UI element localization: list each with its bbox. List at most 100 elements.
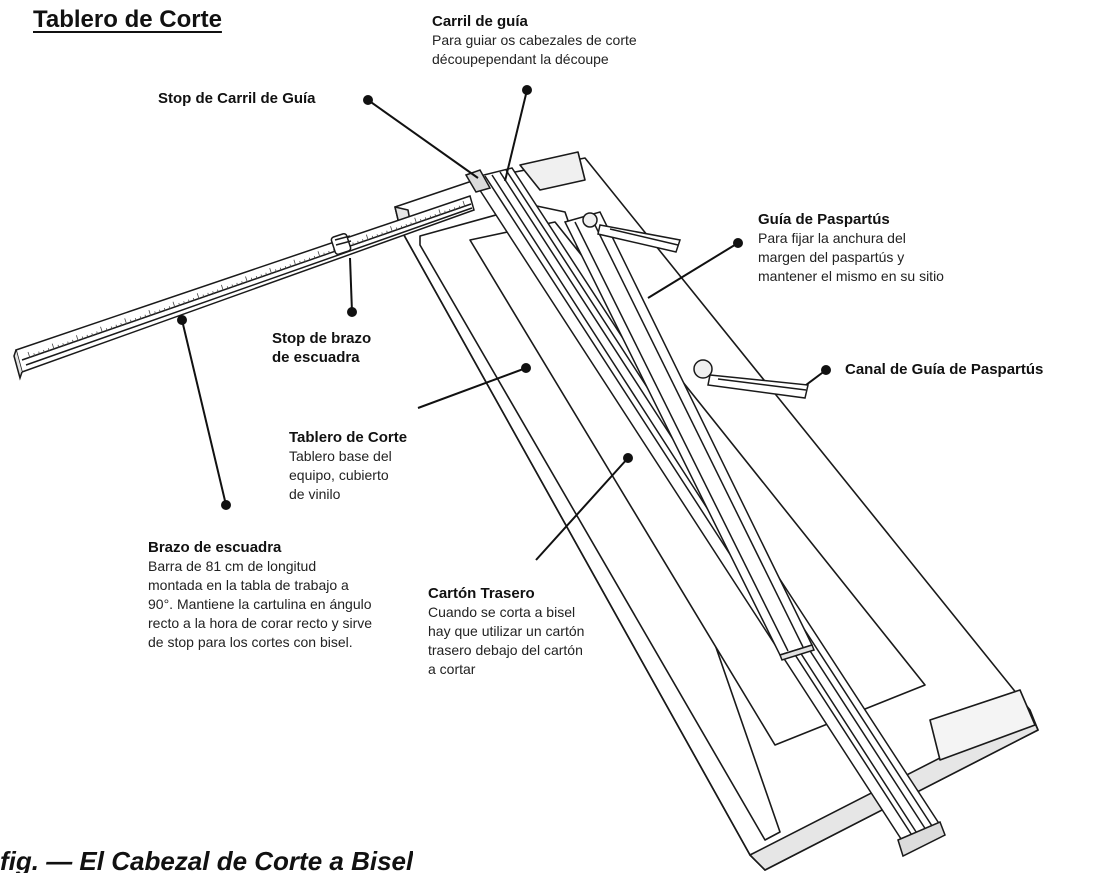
ruler-tick — [159, 309, 161, 313]
callout-desc-line: a cortar — [428, 661, 476, 677]
callout-desc-line: Para guiar os cabezales de corte — [432, 32, 637, 48]
callout-title: Tablero de Corte — [289, 429, 408, 446]
callout-title: Stop de Carril de Guía — [158, 90, 316, 107]
ruler-tick — [366, 234, 369, 241]
ruler-tick — [33, 353, 36, 357]
ruler-tick — [236, 282, 239, 287]
ruler-tick — [410, 222, 413, 226]
ruler-tick — [458, 205, 461, 209]
ruler-tick — [188, 299, 190, 303]
callout-desc-line: margen del paspartús y — [758, 249, 905, 265]
ruler-tick — [76, 335, 79, 342]
callout-desc-line: hay que utilizar un cartón — [428, 623, 585, 639]
ruler-tick — [51, 343, 55, 350]
ruler-tick — [110, 326, 113, 330]
ruler-tick — [139, 316, 142, 320]
ruler-tick — [115, 324, 118, 328]
ruler-tick — [245, 276, 248, 283]
ruler-tick — [144, 314, 147, 318]
callout-desc-line: Tablero base del — [289, 448, 392, 464]
ruler-tick — [57, 344, 60, 349]
ruler-tick — [62, 343, 65, 347]
ruler-tick — [154, 311, 157, 315]
ruler-tick — [120, 322, 123, 327]
callout-desc-line: trasero debajo del cartón — [428, 642, 583, 658]
ruler-tick — [221, 284, 224, 292]
callout-desc-line: 90°. Mantiene la cartulina en ángulo — [148, 596, 372, 612]
ruler-tick — [148, 309, 152, 317]
ruler-tick — [357, 240, 360, 245]
callout-backing-board: Cartón Trasero Cuando se corta a bisel h… — [428, 584, 584, 679]
ruler-tick — [317, 251, 321, 258]
callout-guide-rail-stop: Stop de Carril de Guía — [158, 89, 316, 108]
ruler-tick — [333, 249, 335, 253]
callout-title: Brazo de escuadra — [148, 539, 282, 556]
ruler-tick — [429, 215, 432, 219]
ruler-tick — [192, 297, 195, 302]
callout-desc-line: montada en la tabla de trabajo a — [148, 577, 349, 593]
callout-desc-line: de stop para los cortes con bisel. — [148, 634, 353, 650]
ruler-tick — [328, 250, 331, 255]
callout-desc-line: de vinilo — [289, 486, 341, 502]
ruler-tick — [86, 334, 89, 339]
callout-title: Cartón Trasero — [428, 585, 535, 602]
ruler-tick — [130, 319, 132, 323]
callout-desc-line: equipo, cubierto — [289, 467, 389, 483]
ruler-tick — [362, 239, 364, 243]
callout-desc-line: Cuando se corta a bisel — [428, 604, 576, 620]
callout-desc-line: Para fijar la anchura del — [758, 230, 906, 246]
ruler-tick — [390, 226, 393, 233]
ruler-tick — [81, 336, 84, 340]
ruler-tick — [100, 326, 103, 333]
ruler-tick — [163, 307, 166, 312]
ruler-tick — [47, 348, 50, 352]
ruler-tick — [250, 277, 253, 281]
squaring-arm-stop — [330, 232, 352, 256]
ruler-tick — [27, 351, 31, 359]
ruler-tick — [462, 200, 466, 208]
ruler-tick — [67, 341, 70, 345]
ruler-tick — [376, 234, 379, 238]
ruler-tick — [323, 252, 326, 256]
section-heading: fig. — El Cabezal de Corte a Bisel — [0, 846, 414, 873]
ruler-tick — [231, 284, 234, 288]
ruler-tick — [424, 217, 427, 221]
back-cap — [519, 151, 586, 191]
ruler-tick — [202, 294, 205, 298]
ruler-tick — [414, 217, 418, 224]
ruler-tick — [72, 339, 74, 344]
callout-desc-line: mantener el mismo en su sitio — [758, 268, 944, 284]
ruler-tick — [352, 242, 355, 246]
ruler-ticks — [27, 200, 466, 359]
ruler-tick — [289, 264, 292, 268]
callout-squaring-arm-stop: Stop de brazo de escuadra — [272, 329, 371, 367]
callout-cutting-board: Tablero de Corte Tablero base del equipo… — [289, 428, 407, 504]
mat-guide — [563, 211, 815, 661]
ruler-tick — [134, 317, 137, 322]
ruler-tick — [313, 255, 316, 260]
callout-mat-guide-channel: Canal de Guía de Paspartús — [845, 360, 1043, 379]
ruler-tick — [434, 213, 437, 218]
callout-desc-line: Barra de 81 cm de longitud — [148, 558, 317, 574]
ruler-tick — [293, 259, 297, 266]
ruler-tick — [105, 328, 108, 332]
ruler-tick — [241, 281, 244, 285]
ruler-tick — [400, 225, 403, 229]
ruler-tick — [212, 291, 215, 295]
ruler-tick — [265, 272, 268, 276]
ruler-tick — [304, 259, 306, 263]
squaring-arm — [13, 195, 475, 381]
ruler-tick — [255, 275, 258, 280]
page-title: Tablero de Corte — [33, 6, 222, 33]
ruler-tick — [386, 230, 389, 234]
ruler-tick — [91, 333, 94, 337]
ruler-tick — [168, 306, 171, 310]
callout-desc-line: découpependant la découpe — [432, 51, 609, 67]
ruler-tick — [269, 267, 273, 275]
ruler-tick — [183, 301, 186, 305]
callout-title: Stop de brazo — [272, 330, 372, 347]
callout-mat-guide: Guía de Paspartús Para fijar la anchura … — [758, 210, 944, 286]
callout-title: Guía de Paspartús — [758, 211, 890, 228]
ruler-tick — [226, 286, 229, 290]
